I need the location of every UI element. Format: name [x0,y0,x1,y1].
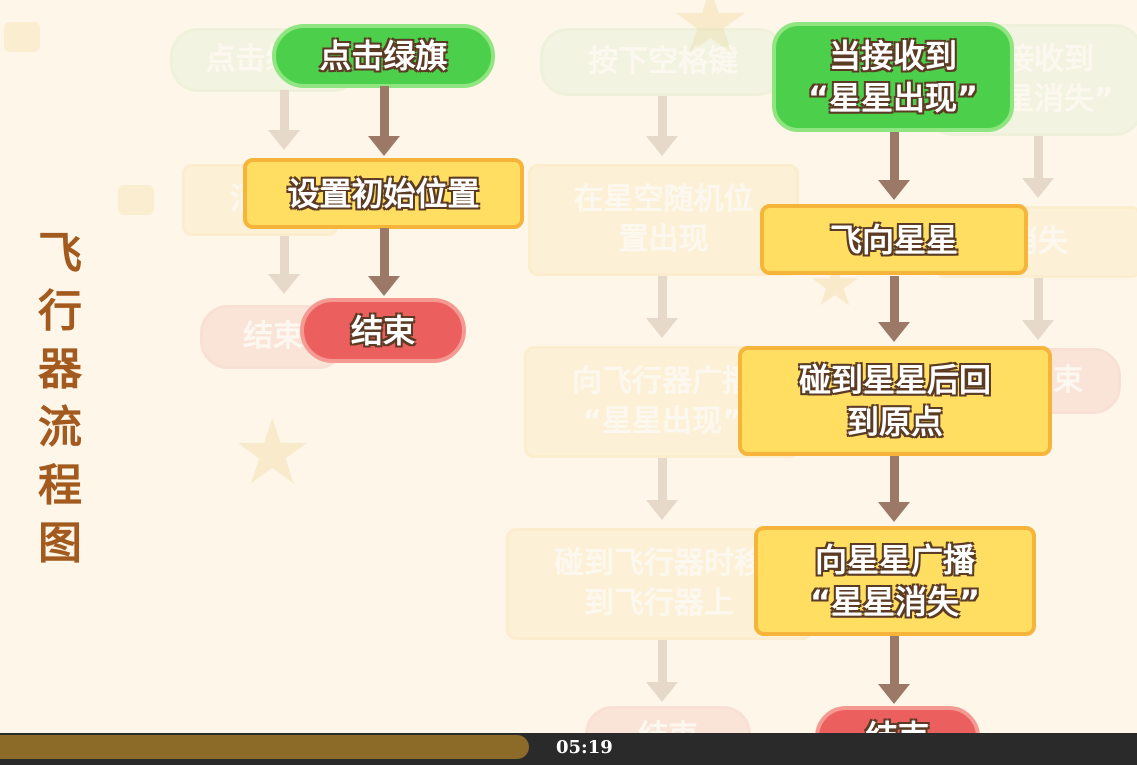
flow-arrow [878,276,910,342]
left-end-node: 结束 [300,298,466,363]
flow-arrow [368,86,400,156]
decor-square [4,22,40,52]
ghost-arrow [1022,278,1054,340]
ghost-arrow [646,96,678,156]
right-step1-node: 飞向星星 [760,204,1028,275]
ghost-arrow [646,276,678,338]
title-char: 飞 [38,228,82,279]
left-start-node: 点击绿旗 [272,24,495,88]
flow-arrow [878,132,910,200]
progress-fill[interactable] [0,735,529,759]
right-step3-node: 向星星广播“星星消失” [754,526,1036,636]
flow-arrow [878,636,910,704]
decor-square [118,185,154,215]
ghost-arrow [646,458,678,520]
title-char: 流 [38,402,82,453]
ghost-arrow [268,236,300,294]
video-progress-bar[interactable]: 05:19 [0,733,1137,765]
ghost-arrow [646,640,678,702]
flow-arrow [878,456,910,522]
decor-star-icon: ★ [232,400,313,505]
title-char: 器 [38,344,82,395]
title-char: 行 [38,286,82,337]
title-char: 程 [38,460,82,511]
ghost-mid-step1: 在星空随机位置出现 [528,164,799,276]
title-char: 图 [38,518,82,569]
ghost-arrow [268,90,300,150]
flow-arrow [368,228,400,296]
ghost-mid-start: 按下空格键 [540,28,786,96]
right-start-node: 当接收到“星星出现” [772,22,1014,132]
current-time: 05:19 [556,737,613,758]
side-title: 飞 行 器 流 程 图 [32,225,88,573]
ghost-arrow [1022,136,1054,198]
right-step2-node: 碰到星星后回到原点 [738,346,1052,456]
left-step-node: 设置初始位置 [243,158,524,229]
decor-star-icon: ★ [670,0,751,75]
